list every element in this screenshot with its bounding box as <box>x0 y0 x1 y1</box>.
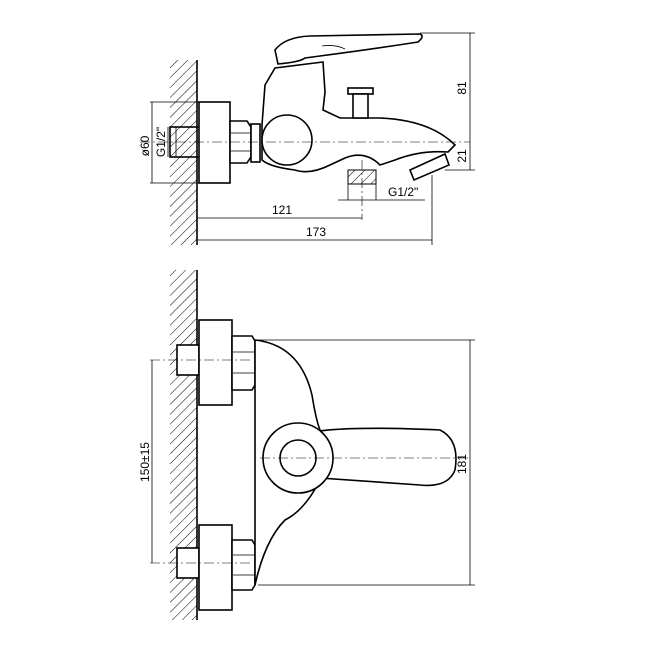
dim-total-depth: 173 <box>306 225 326 239</box>
side-view: ø60 G1/2" 121 173 G1/2" 81 21 <box>138 32 475 245</box>
dim-diameter: ø60 <box>138 135 152 156</box>
dim-outlet-distance: 121 <box>272 203 292 217</box>
front-view: 150±15 181 <box>138 270 475 620</box>
wall-plate-bottom <box>198 524 233 611</box>
dim-width: 181 <box>455 454 469 474</box>
dim-outlet-thread: G1/2" <box>388 185 418 199</box>
wall-hatch <box>170 60 197 245</box>
spout-tip <box>408 152 451 182</box>
lever-handle <box>298 427 457 487</box>
wall-plate-top <box>198 319 233 406</box>
diverter-knob <box>347 87 374 95</box>
lever-handle <box>274 33 423 65</box>
dim-height: 81 <box>455 81 469 95</box>
hex-nut-top <box>231 335 256 391</box>
dim-inlet-thread: G1/2" <box>154 127 168 157</box>
hex-nut-bottom <box>231 539 256 591</box>
dim-spout-height: 21 <box>455 149 469 163</box>
dim-centers: 150±15 <box>138 442 152 482</box>
cartridge <box>261 114 313 166</box>
wall-plate <box>198 101 231 184</box>
